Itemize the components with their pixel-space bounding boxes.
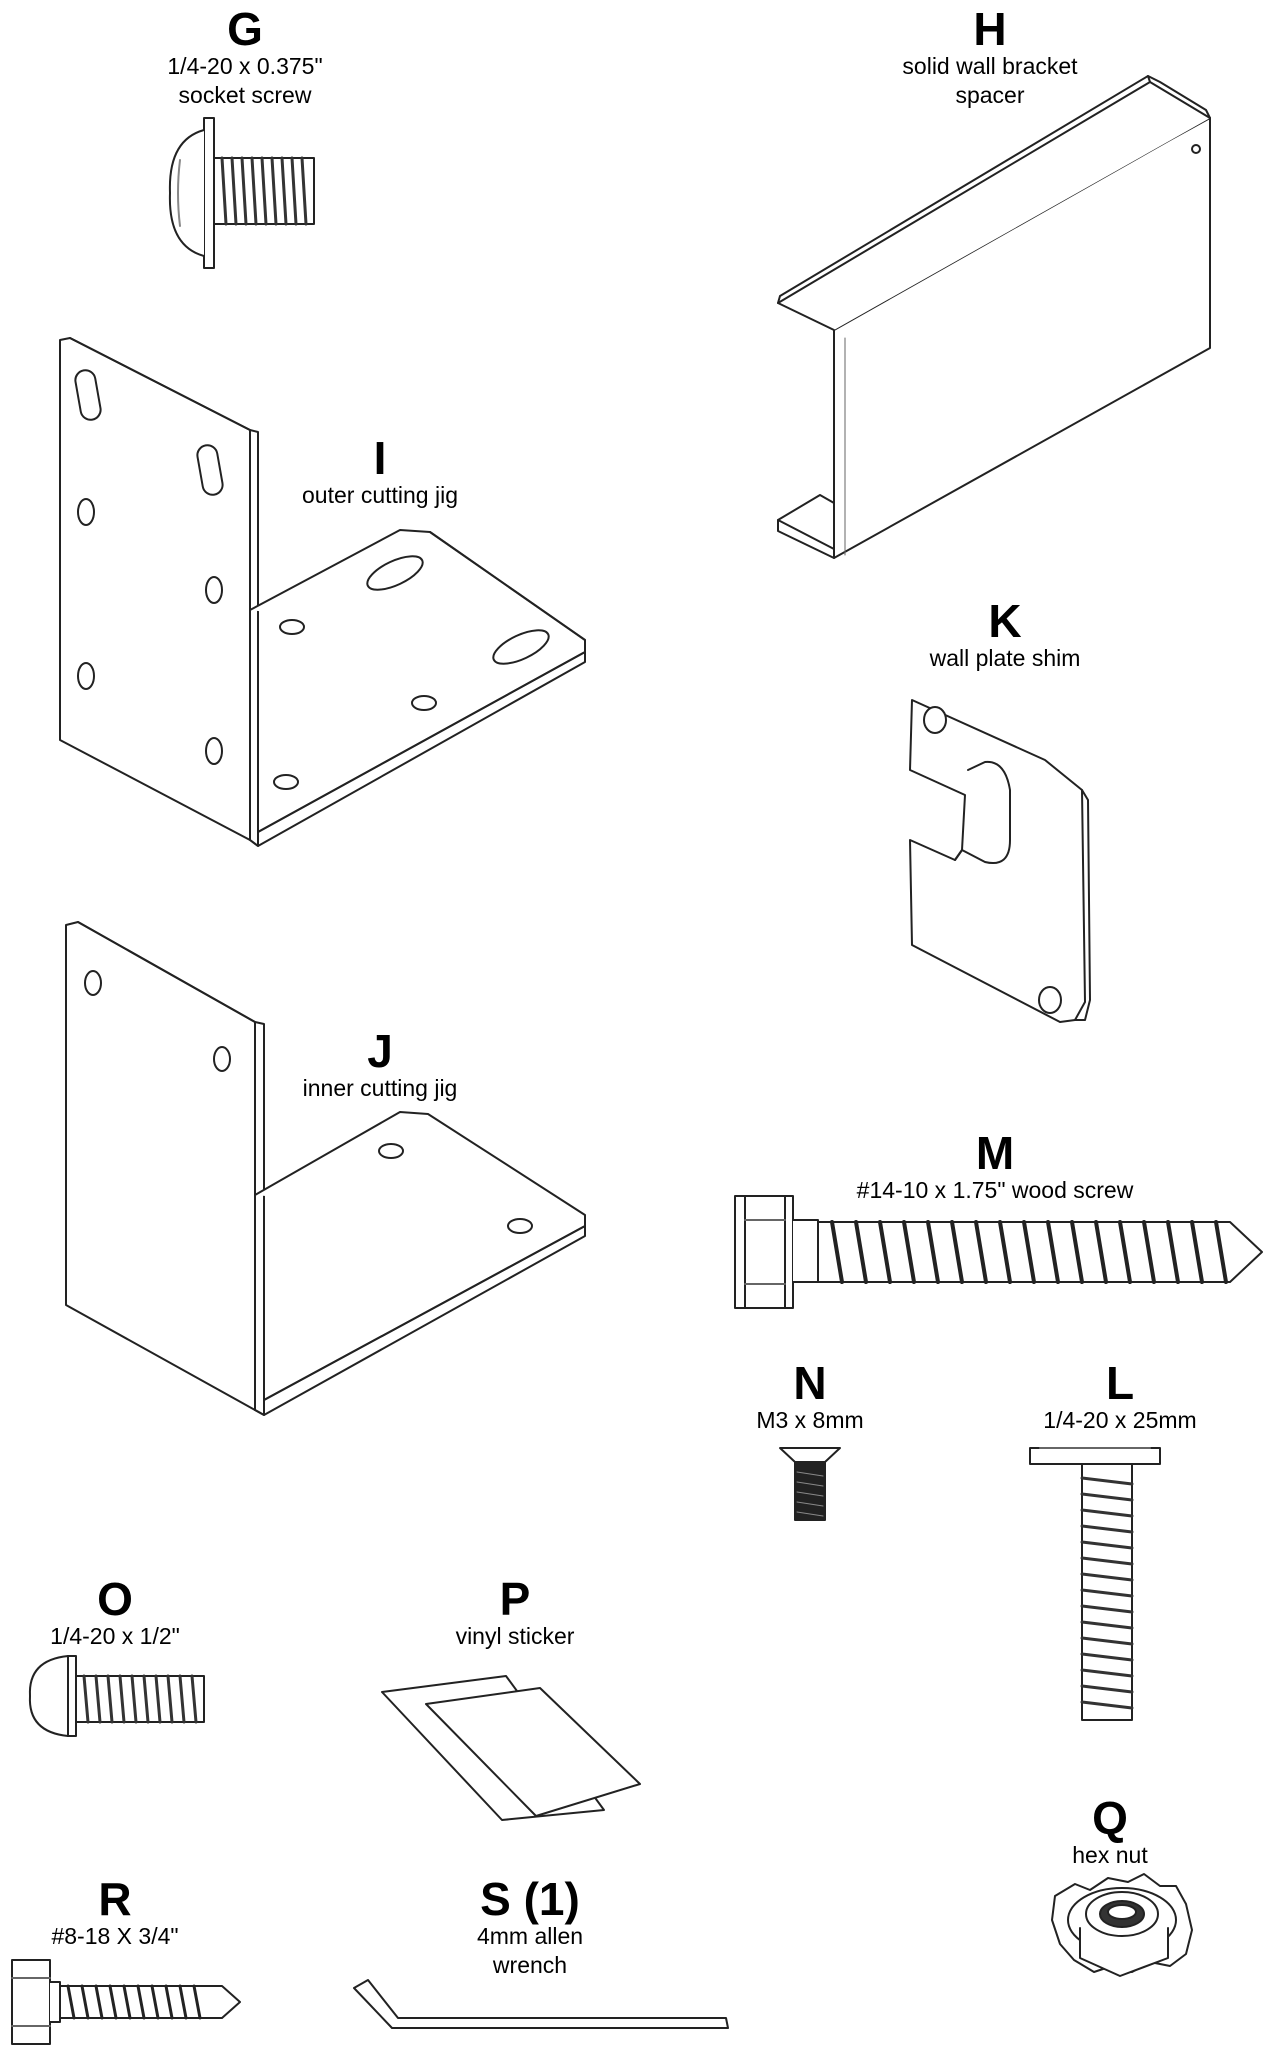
part-r-label: R #8-18 X 3/4" — [20, 1876, 210, 1951]
part-description: 1/4-20 x 0.375" — [167, 53, 323, 79]
part-letter: J — [367, 1025, 393, 1077]
bolt-l-drawing — [1030, 1448, 1160, 1720]
part-description: solid wall bracket — [902, 53, 1078, 79]
part-q-label: Q hex nut — [1030, 1795, 1190, 1870]
part-letter: S (1) — [480, 1873, 580, 1925]
part-description: wrench — [492, 1952, 568, 1978]
part-i-label: I outer cutting jig — [270, 435, 490, 510]
hex-nut-q-drawing — [1052, 1874, 1192, 1976]
part-letter: G — [227, 3, 263, 55]
part-description: inner cutting jig — [302, 1075, 458, 1101]
part-letter: I — [373, 432, 387, 484]
allen-wrench-s-drawing — [354, 1980, 728, 2028]
part-letter: H — [973, 3, 1007, 55]
part-k-label: K wall plate shim — [890, 598, 1120, 673]
socket-screw-g-drawing — [170, 118, 314, 268]
part-letter: L — [1105, 1357, 1135, 1409]
part-m-label: M #14-10 x 1.75" wood screw — [820, 1130, 1170, 1205]
wood-screw-m-drawing — [735, 1196, 1262, 1308]
part-description: #8-18 X 3/4" — [51, 1923, 179, 1949]
wall-bracket-spacer-h-drawing — [778, 76, 1210, 558]
part-description: M3 x 8mm — [756, 1407, 864, 1433]
inner-cutting-jig-j-drawing — [66, 922, 585, 1415]
part-letter: Q — [1092, 1792, 1128, 1844]
wall-plate-shim-k-drawing — [910, 700, 1090, 1022]
part-letter: R — [98, 1873, 132, 1925]
part-description: wall plate shim — [929, 645, 1081, 671]
part-letter: O — [97, 1573, 133, 1625]
part-o-label: O 1/4-20 x 1/2" — [20, 1576, 210, 1651]
part-g-label: G 1/4-20 x 0.375" socket screw — [130, 6, 360, 110]
self-drilling-screw-r-drawing — [12, 1960, 240, 2044]
part-s-label: S (1) 4mm allen wrench — [430, 1876, 630, 1980]
part-description: 1/4-20 x 25mm — [1043, 1407, 1197, 1433]
m3-screw-n-drawing — [780, 1448, 840, 1520]
part-description: 4mm allen — [476, 1923, 584, 1949]
part-description: hex nut — [1072, 1842, 1148, 1868]
part-letter: N — [793, 1357, 827, 1409]
part-description: vinyl sticker — [455, 1623, 575, 1649]
part-description: socket screw — [178, 82, 312, 108]
outer-cutting-jig-i-drawing — [60, 338, 585, 846]
part-letter: P — [499, 1573, 531, 1625]
part-description: 1/4-20 x 1/2" — [50, 1623, 180, 1649]
part-description: outer cutting jig — [302, 482, 458, 508]
part-letter: K — [988, 595, 1022, 647]
part-description: #14-10 x 1.75" wood screw — [856, 1177, 1134, 1203]
part-letter: M — [975, 1127, 1015, 1179]
part-description: spacer — [955, 82, 1025, 108]
button-screw-o-drawing — [30, 1656, 204, 1736]
part-p-label: P vinyl sticker — [420, 1576, 610, 1651]
part-h-label: H solid wall bracket spacer — [860, 6, 1120, 110]
part-l-label: L 1/4-20 x 25mm — [1010, 1360, 1230, 1435]
vinyl-sticker-p-drawing — [382, 1676, 640, 1820]
part-j-label: J inner cutting jig — [270, 1028, 490, 1103]
part-n-label: N M3 x 8mm — [735, 1360, 885, 1435]
